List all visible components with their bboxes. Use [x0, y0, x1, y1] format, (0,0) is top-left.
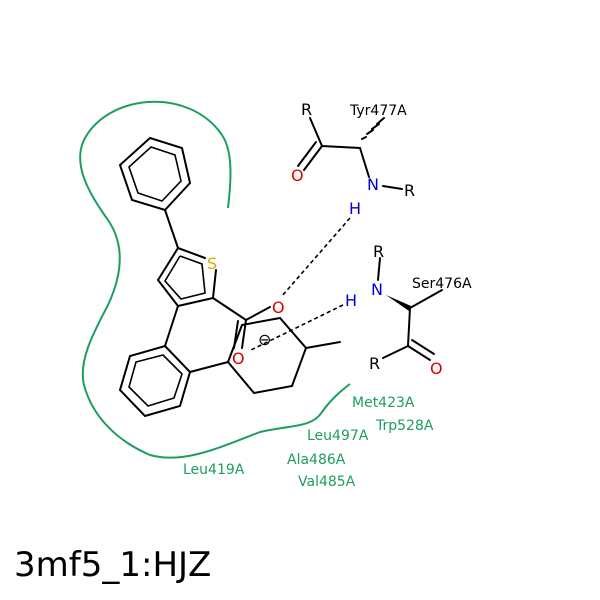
bond-ser-r-n [377, 257, 381, 281]
ser-carbonyl-oxygen-label: O [430, 359, 443, 378]
diagram-title: 3mf5_1:HJZ [14, 545, 212, 585]
bond-ser-ca-side [409, 289, 443, 309]
residue-label-val485a: Val485A [298, 474, 356, 490]
tyr-residue-label: Tyr477A [349, 103, 407, 119]
bond-ser-carbonyl-r [382, 345, 409, 359]
bond-phenyl-cyclohexyl [189, 361, 229, 373]
tyr-stereo-hash [361, 117, 385, 140]
residue-label-met423a: Met423A [352, 395, 415, 411]
ser-nitrogen-label: N [371, 280, 383, 299]
tyr-nitrogen-label: N [367, 175, 379, 194]
bond-ser-carbonyl-o [407, 345, 431, 361]
hydrogen-bond-ser [250, 304, 344, 351]
phenyl-ring-top [118, 136, 192, 212]
ser-stereo-wedge [386, 295, 411, 311]
carboxyl-oxygen-bottom-label: O [232, 349, 245, 368]
bond-ser-ca-carbonyl [407, 307, 411, 347]
bond-ser-carbonyl-o-double [411, 339, 435, 355]
ser-r-group-label: R [373, 242, 384, 261]
tyr-hydrogen-label: H [349, 199, 361, 218]
bond-thiophene-carboxyl [212, 297, 247, 321]
sulfur-atom-label: S [207, 254, 217, 273]
ser-hydrogen-label: H [345, 291, 357, 310]
bond-carboxyl-o-top [245, 306, 271, 321]
phenyl-ring-bottom [118, 344, 192, 418]
bond-phenyl-thiophene [164, 209, 179, 249]
tyr-carbonyl-oxygen-label: O [291, 166, 304, 185]
bond-methyl [305, 341, 341, 349]
bond-tyr-r-carbonyl [309, 117, 323, 147]
ser-carbonyl-r-group-label: R [369, 354, 380, 373]
bond-tyr-carbonyl-ca [321, 145, 361, 149]
bond-tyr-n-r [382, 185, 403, 190]
bond-tyr-carbonyl-o [303, 145, 323, 171]
tyr-r-group-label: R [301, 100, 312, 119]
tyr-n-r-group-label: R [404, 181, 415, 200]
residue-label-leu497a: Leu497A [307, 428, 369, 444]
carboxyl-oxygen-top-label: O [272, 298, 285, 317]
bond-tyr-ca-n [359, 147, 370, 178]
residue-label-ala486a: Ala486A [287, 452, 346, 468]
residue-label-leu419a: Leu419A [183, 462, 245, 478]
residue-label-trp528a: Trp528A [375, 418, 434, 434]
hydrogen-bond-tyr [281, 217, 351, 297]
hydrophobic-pocket-outline [79, 100, 351, 459]
bond-thiophene-phenyl [164, 305, 179, 347]
thiophene-ring [157, 247, 217, 307]
negative-charge-icon: ⊖ [258, 330, 271, 349]
bond-tyr-carbonyl-o-double [297, 141, 317, 167]
ser-residue-label: Ser476A [412, 276, 472, 292]
